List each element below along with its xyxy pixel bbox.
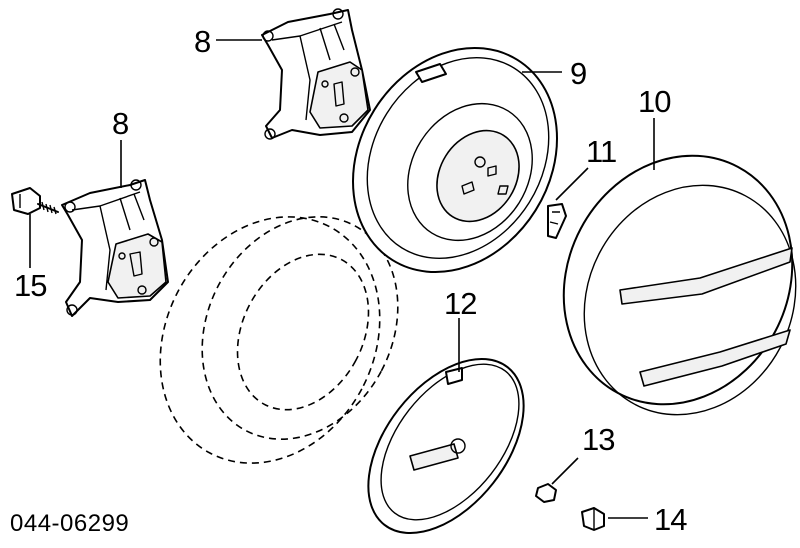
spare-tire-bracket-upper xyxy=(261,8,371,140)
nut-part-13 xyxy=(535,483,557,503)
diagram-code: 044-06299 xyxy=(10,510,130,537)
spare-tire-bracket-lower xyxy=(61,179,169,317)
callout-8-lower: 8 xyxy=(112,106,129,141)
spare-tire-cover-part-10 xyxy=(562,154,797,416)
callout-10: 10 xyxy=(638,84,671,119)
spare-tire-dashed xyxy=(159,216,399,464)
cap-nut-part-14 xyxy=(581,507,605,531)
callout-14: 14 xyxy=(654,502,687,537)
clip-part-11 xyxy=(547,203,567,239)
bolt-part-15 xyxy=(11,187,59,215)
callout-15: 15 xyxy=(14,268,47,303)
callout-8-upper: 8 xyxy=(194,24,211,59)
callout-9: 9 xyxy=(570,56,587,91)
callout-13: 13 xyxy=(582,422,615,457)
callout-12: 12 xyxy=(444,286,477,321)
callout-11: 11 xyxy=(586,134,617,169)
center-cap-part-12 xyxy=(367,357,525,535)
leader-lines xyxy=(29,39,655,519)
wheel-part-9 xyxy=(352,46,558,274)
